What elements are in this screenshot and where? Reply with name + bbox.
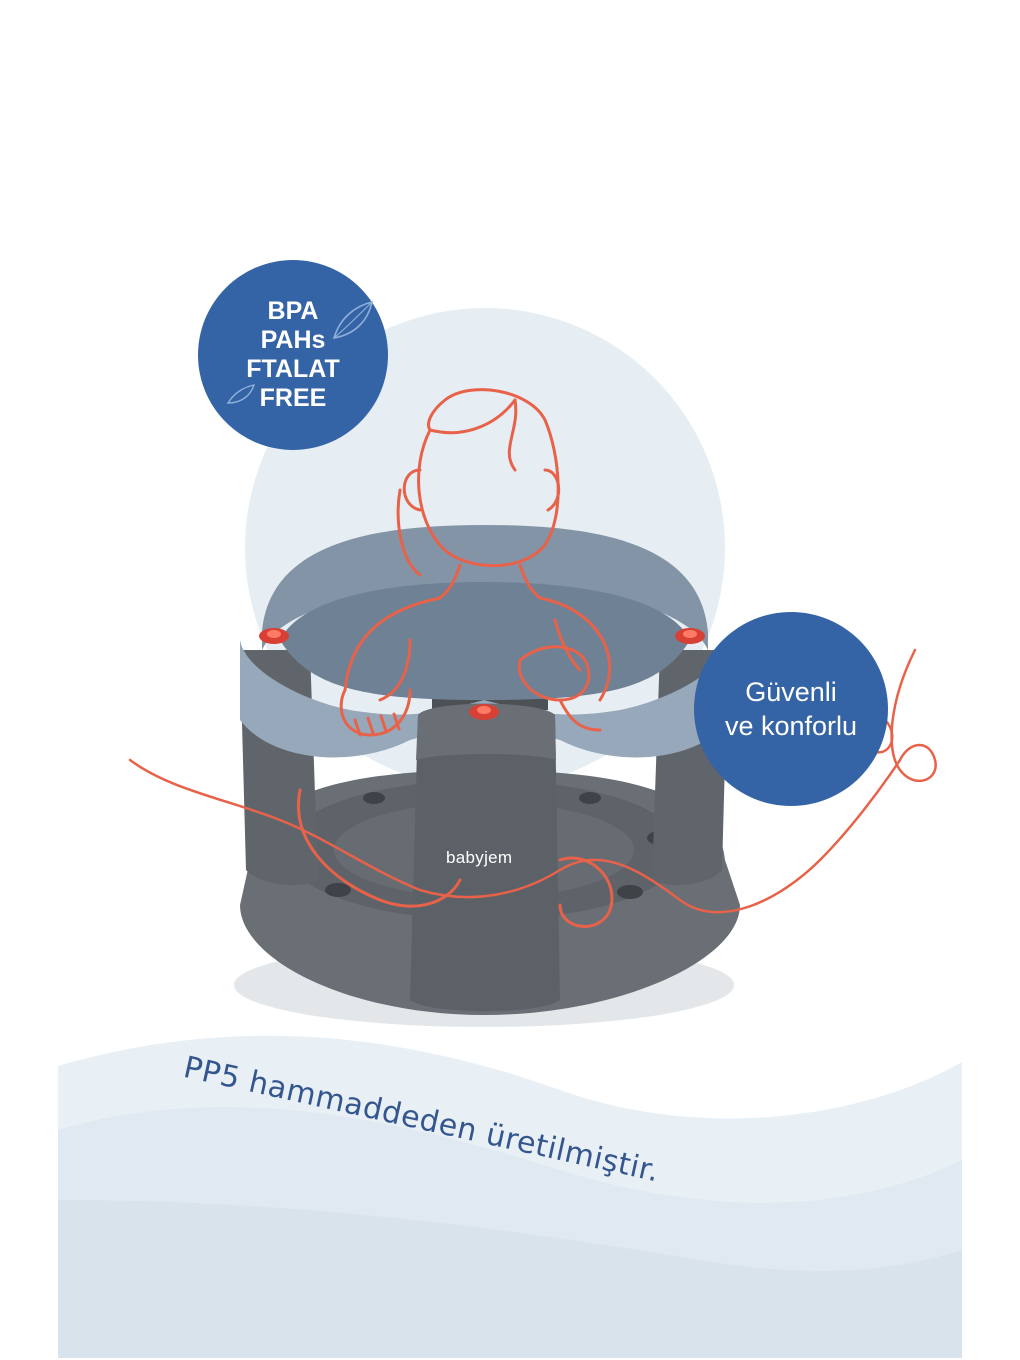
bpa-free-badge: BPA PAHs FTALAT FREE	[198, 260, 388, 450]
comfort-line: ve konforlu	[724, 711, 858, 741]
brand-logo-text: babyjem	[446, 848, 513, 867]
safe-comfort-badge: Güvenli ve konforlu	[694, 612, 888, 806]
ftalat-line: FTALAT	[246, 355, 340, 383]
safe-line: Güvenli	[745, 677, 837, 707]
bpa-line: BPA	[267, 297, 319, 325]
leaf-icon-small	[226, 384, 256, 404]
child-line-art	[297, 388, 614, 928]
pahs-line: PAHs	[260, 326, 326, 354]
free-line: FREE	[259, 384, 327, 412]
leaf-icon	[332, 300, 374, 340]
